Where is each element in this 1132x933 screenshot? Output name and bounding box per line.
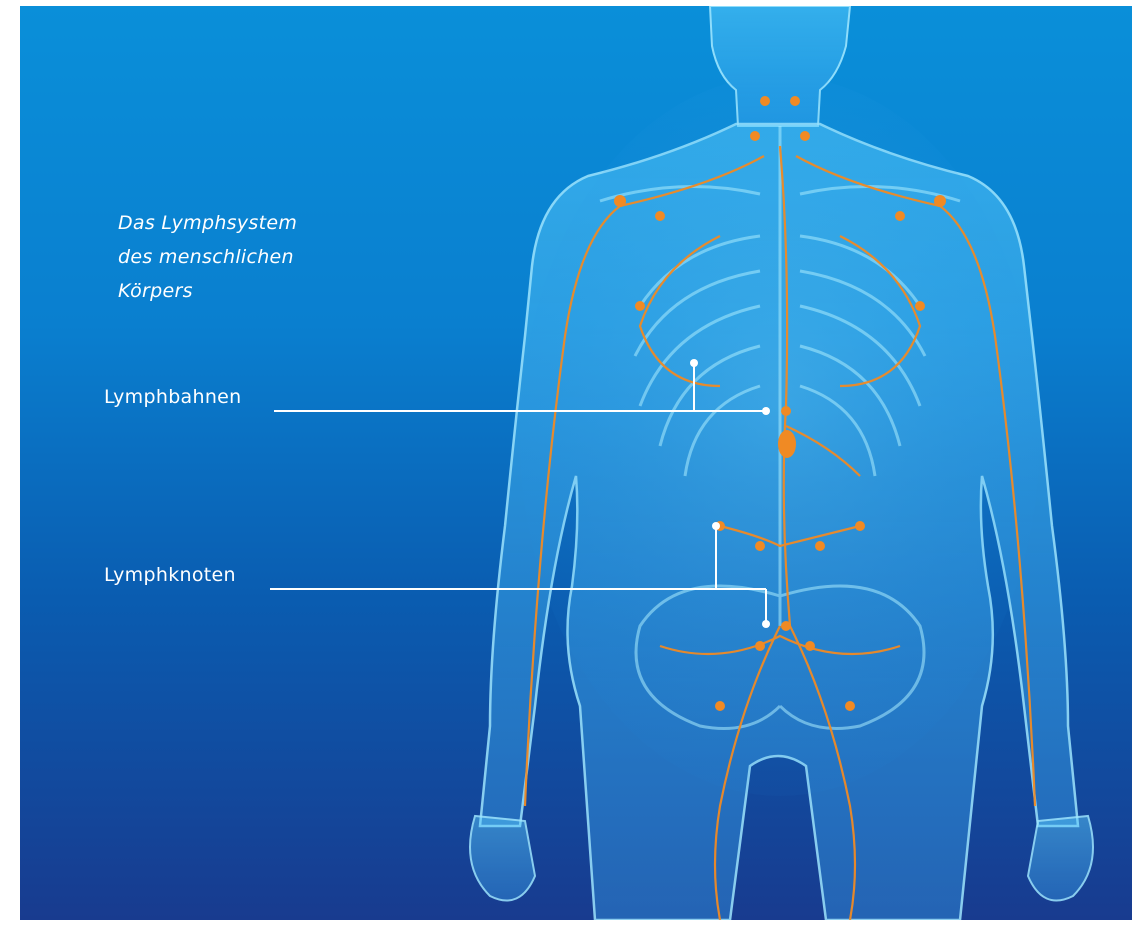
leader-dot-duct <box>762 407 770 415</box>
leader-dot-node-upper <box>712 522 720 530</box>
leader-lines <box>20 6 1132 920</box>
illustration-panel: Das Lymphsystem des menschlichen Körpers… <box>20 6 1132 920</box>
leader-line-lymphknoten <box>270 526 766 624</box>
leader-line-lymphbahnen <box>274 363 766 411</box>
leader-dot-vessel <box>690 359 698 367</box>
leader-dot-node-lower <box>762 620 770 628</box>
